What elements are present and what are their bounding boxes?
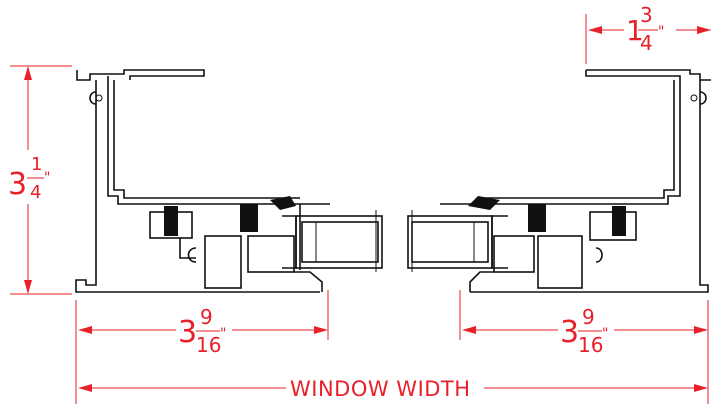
arrow-right-icon [694, 384, 708, 392]
top-right-num: 3 [640, 3, 653, 27]
height-whole: 3 [8, 167, 27, 202]
height-num: 1 [31, 154, 42, 175]
left-depth-whole: 3 [178, 315, 197, 350]
right-depth-num: 9 [582, 305, 595, 329]
window-width-label: WINDOW WIDTH [290, 377, 471, 401]
right-depth-dimension: 3 9 16 " [459, 290, 709, 404]
left-depth-num: 9 [200, 305, 213, 329]
arrow-right-icon [314, 326, 328, 334]
arrow-up-icon [24, 66, 32, 80]
arrow-left-icon [588, 26, 602, 34]
arrow-down-icon [24, 280, 32, 294]
left-depth-dimension: 3 9 16 " [75, 290, 329, 404]
top-right-dimension: 1 3 4 " [585, 3, 711, 64]
height-den: 4 [30, 182, 41, 203]
window-width-dimension: WINDOW WIDTH [78, 377, 708, 401]
height-unit: " [44, 170, 50, 186]
left-depth-den: 16 [196, 333, 221, 357]
top-right-whole: 1 [626, 14, 644, 47]
right-depth-whole: 3 [560, 315, 579, 350]
right-depth-den: 16 [578, 333, 603, 357]
arrow-left-icon [78, 326, 92, 334]
height-dimension: 3 1 4 " [8, 65, 72, 295]
arrow-left-icon [462, 326, 476, 334]
arrow-right-icon [694, 326, 708, 334]
left-frame-profile [75, 69, 383, 293]
arrow-left-icon [78, 384, 92, 392]
top-right-den: 4 [640, 31, 653, 55]
top-right-unit: " [658, 24, 664, 40]
left-depth-unit: " [220, 326, 226, 342]
right-depth-unit: " [602, 326, 608, 342]
right-frame-profile [407, 69, 711, 293]
arrow-right-icon [697, 26, 711, 34]
